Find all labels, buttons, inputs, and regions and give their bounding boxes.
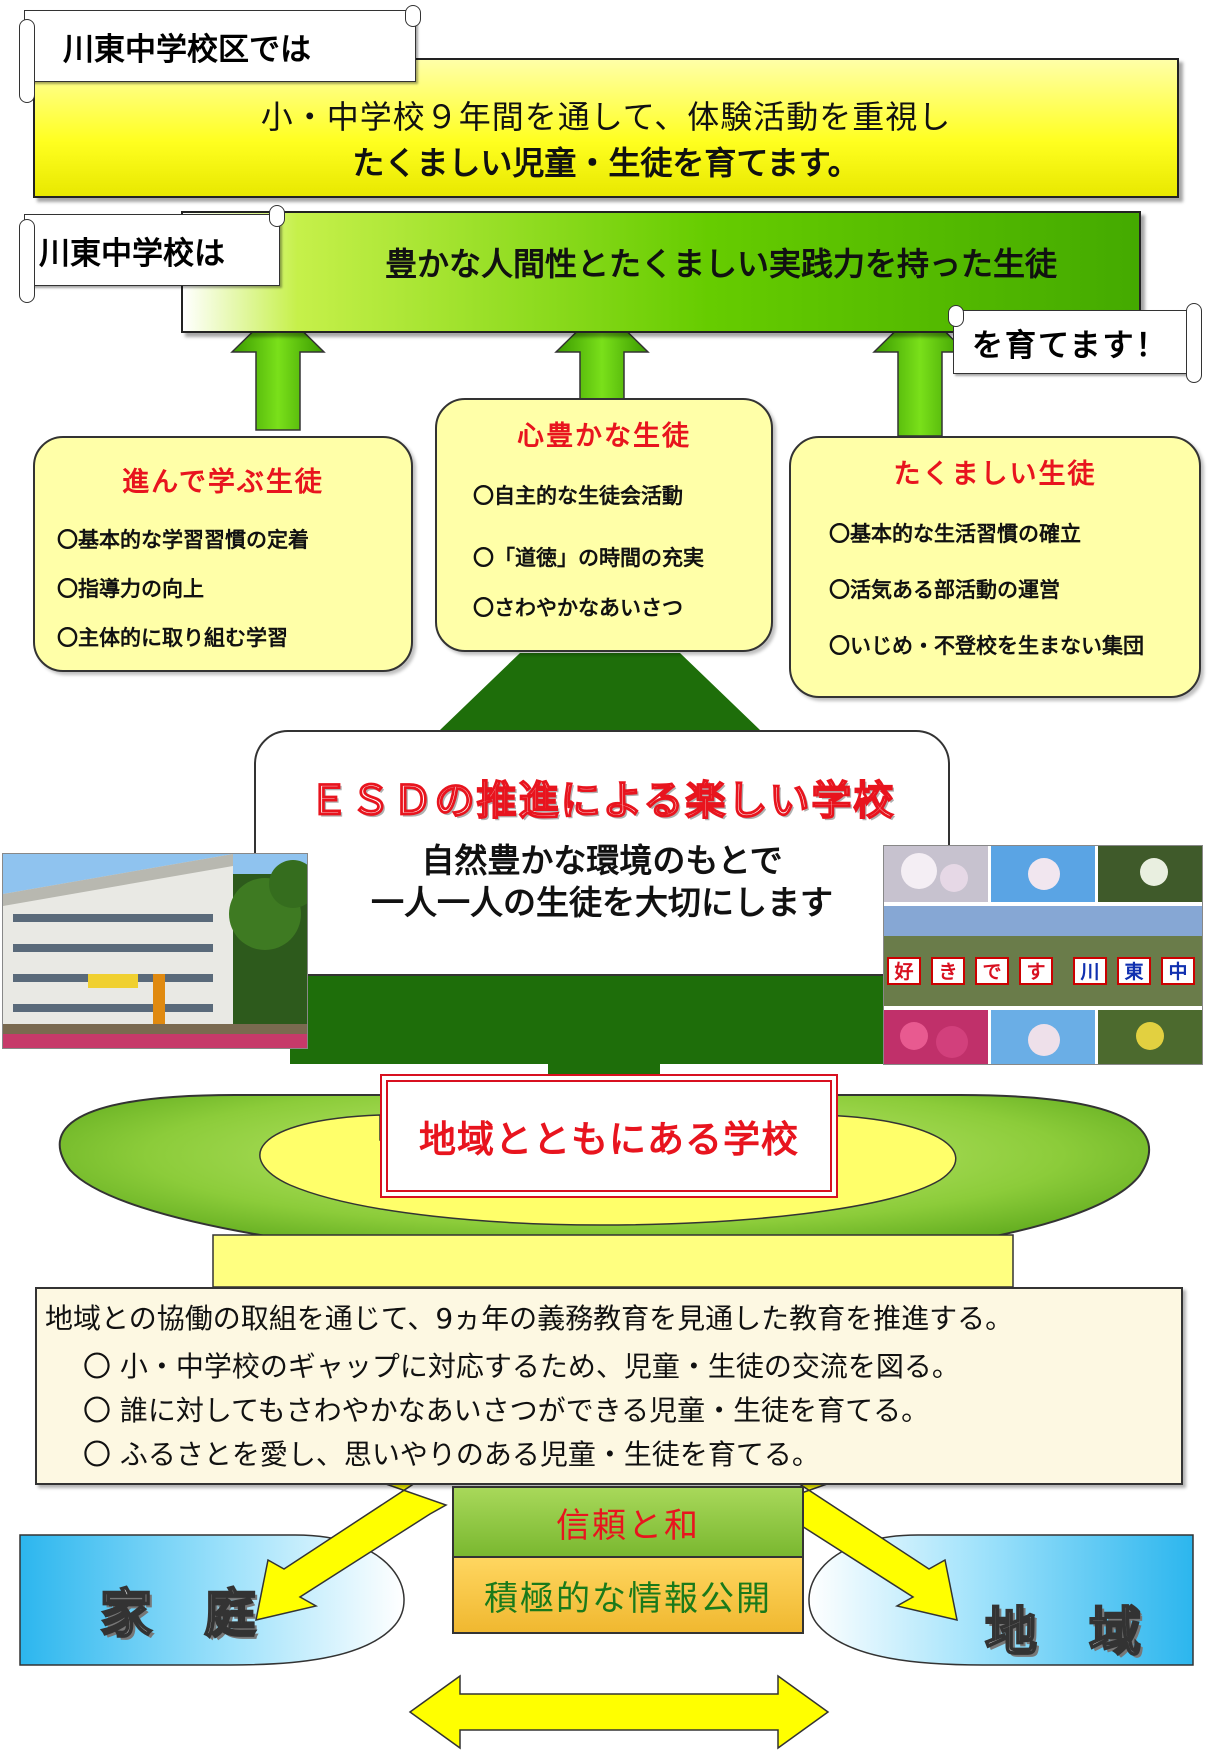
nature-collage-image: 好 き で す 川 東 中 (884, 846, 1202, 1064)
pillar-item: 〇指導力の向上 (57, 577, 204, 601)
pillar-item: 〇基本的な学習習慣の定着 (57, 528, 309, 552)
info-text: 積極的な情報公開 (484, 1578, 772, 1619)
pillar-title: たくましい生徒 (893, 459, 1097, 490)
info-box: 積極的な情報公開 (452, 1556, 804, 1634)
school-building-image (3, 854, 307, 1048)
district-tag-text: 川東中学校区では (63, 31, 311, 68)
photo-sign-char: き (938, 961, 957, 983)
pillar-item: 〇自主的な生徒会活動 (473, 484, 683, 508)
school-building-photo (2, 853, 308, 1049)
trust-box: 信頼と和 (452, 1486, 804, 1558)
pillar-item: 〇活気ある部活動の運営 (829, 578, 1060, 602)
district-banner: 小・中学校９年間を通して、体験活動を重視し たくましい児童・生徒を育てます。 (33, 58, 1179, 198)
photo-sign-char: 川 (1079, 961, 1099, 983)
community-school-text: 地域とともにある学校 (419, 1118, 799, 1161)
school-banner: 豊かな人間性とたくましい実践力を持った生徒 (181, 211, 1141, 333)
school-tag-text: 川東中学校は (39, 235, 225, 272)
pillar-heart: 心豊かな生徒 〇自主的な生徒会活動 〇「道徳」の時間の充実 〇さわやかなあいさつ (435, 398, 773, 652)
pillar-item: 〇主体的に取り組む学習 (57, 626, 288, 650)
photo-sign-char: 東 (1124, 960, 1143, 983)
district-line-1: 小・中学校９年間を通して、体験活動を重視し (260, 98, 952, 136)
esd-title: ＥＳＤの推進による楽しい学校 (308, 777, 896, 825)
suffix-tag-text: を育てます！ (972, 327, 1169, 364)
esd-box: ＥＳＤの推進による楽しい学校 自然豊かな環境のもとで 一人一人の生徒を大切にしま… (254, 730, 950, 976)
district-tag: 川東中学校区では (19, 5, 421, 103)
pillar-item: 〇基本的な生活習慣の確立 (829, 522, 1081, 546)
region-label: 地 域 (984, 1602, 1142, 1664)
photo-sign-char: 好 (893, 960, 913, 983)
pillar-strength: たくましい生徒 〇基本的な生活習慣の確立 〇活気ある部活動の運営 〇いじめ・不登… (789, 436, 1201, 698)
policy-box: 地域との協働の取組を通じて、9ヵ年の義務教育を見通した教育を推進する。 〇 小・… (35, 1287, 1183, 1485)
district-line-2: たくましい児童・生徒を育てます。 (352, 144, 860, 182)
pillar-learning: 進んで学ぶ生徒 〇基本的な学習習慣の定着 〇指導力の向上 〇主体的に取り組む学習 (33, 436, 413, 672)
trust-text: 信頼と和 (556, 1505, 700, 1546)
school-banner-text: 豊かな人間性とたくましい実践力を持った生徒 (384, 245, 1057, 283)
school-tag: 川東中学校は (19, 205, 285, 303)
photo-sign-char: で (982, 961, 1001, 983)
policy-item: 〇 誰に対してもさわやかなあいさつができる児童・生徒を育てる。 (83, 1394, 930, 1427)
nature-photo-collage: 好 き で す 川 東 中 (883, 845, 1203, 1065)
home-label: 家 庭 (99, 1584, 257, 1646)
policy-lead: 地域との協働の取組を通じて、9ヵ年の義務教育を見通した教育を推進する。 (45, 1302, 1014, 1335)
pillar-title: 心豊かな生徒 (517, 421, 691, 452)
pillar-item: 〇さわやかなあいさつ (473, 596, 683, 620)
ring-base (212, 1234, 1014, 1288)
pillar-title: 進んで学ぶ生徒 (122, 467, 324, 498)
community-school-box: 地域とともにある学校 (380, 1074, 838, 1198)
policy-item: 〇 ふるさとを愛し、思いやりのある児童・生徒を育てる。 (83, 1438, 820, 1471)
pillar-item: 〇いじめ・不登校を生まない集団 (829, 634, 1144, 658)
horizontal-double-arrow-icon (408, 1674, 830, 1750)
photo-sign-char: 中 (1168, 960, 1187, 983)
esd-line-1: 自然豊かな環境のもとで (421, 841, 783, 880)
photo-sign-char: す (1026, 961, 1045, 983)
esd-line-2: 一人一人の生徒を大切にします (371, 883, 833, 922)
policy-item: 〇 小・中学校のギャップに対応するため、児童・生徒の交流を図る。 (83, 1350, 960, 1383)
pillar-item: 〇「道徳」の時間の充実 (473, 546, 704, 570)
suffix-tag: を育てます！ (948, 303, 1202, 383)
